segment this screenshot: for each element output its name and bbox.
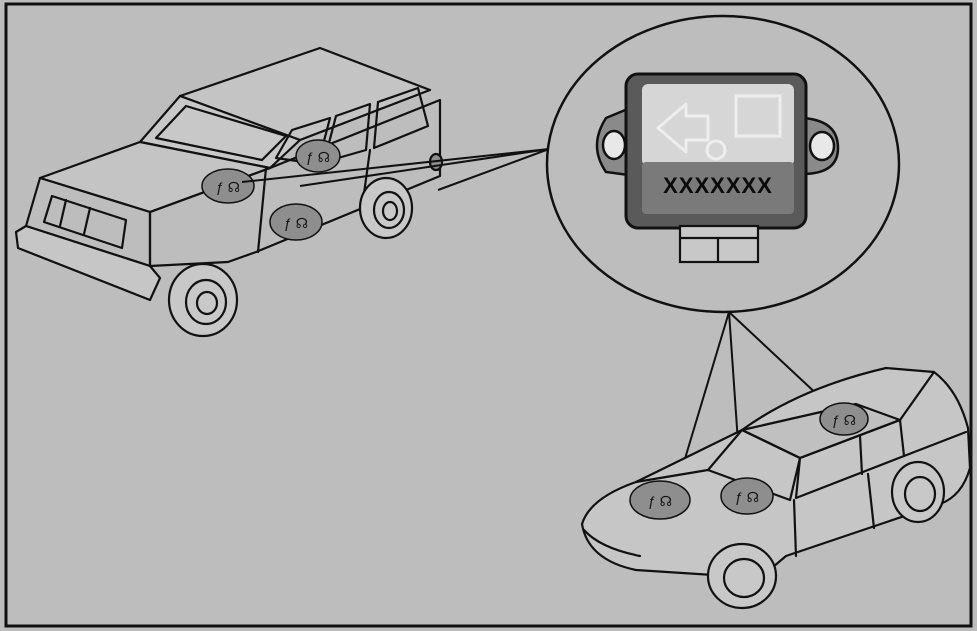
suv-sensor-icon: ƒ ☊ [306,149,330,165]
suv-sensor-icon: ƒ ☊ [216,179,240,195]
module-connector [680,226,758,262]
suv-sensor-icon: ƒ ☊ [284,215,308,231]
sedan-front-wheel [708,544,776,608]
module-magnifier: XXXXXXX [547,16,899,312]
sedan-sensor-icon: ƒ ☊ [735,489,759,505]
sedan-sensor-icon: ƒ ☊ [832,412,856,428]
sedan-sensor-icon: ƒ ☊ [648,493,672,509]
sedan-rear-wheel [892,462,944,522]
module-label: XXXXXXX [663,173,773,198]
